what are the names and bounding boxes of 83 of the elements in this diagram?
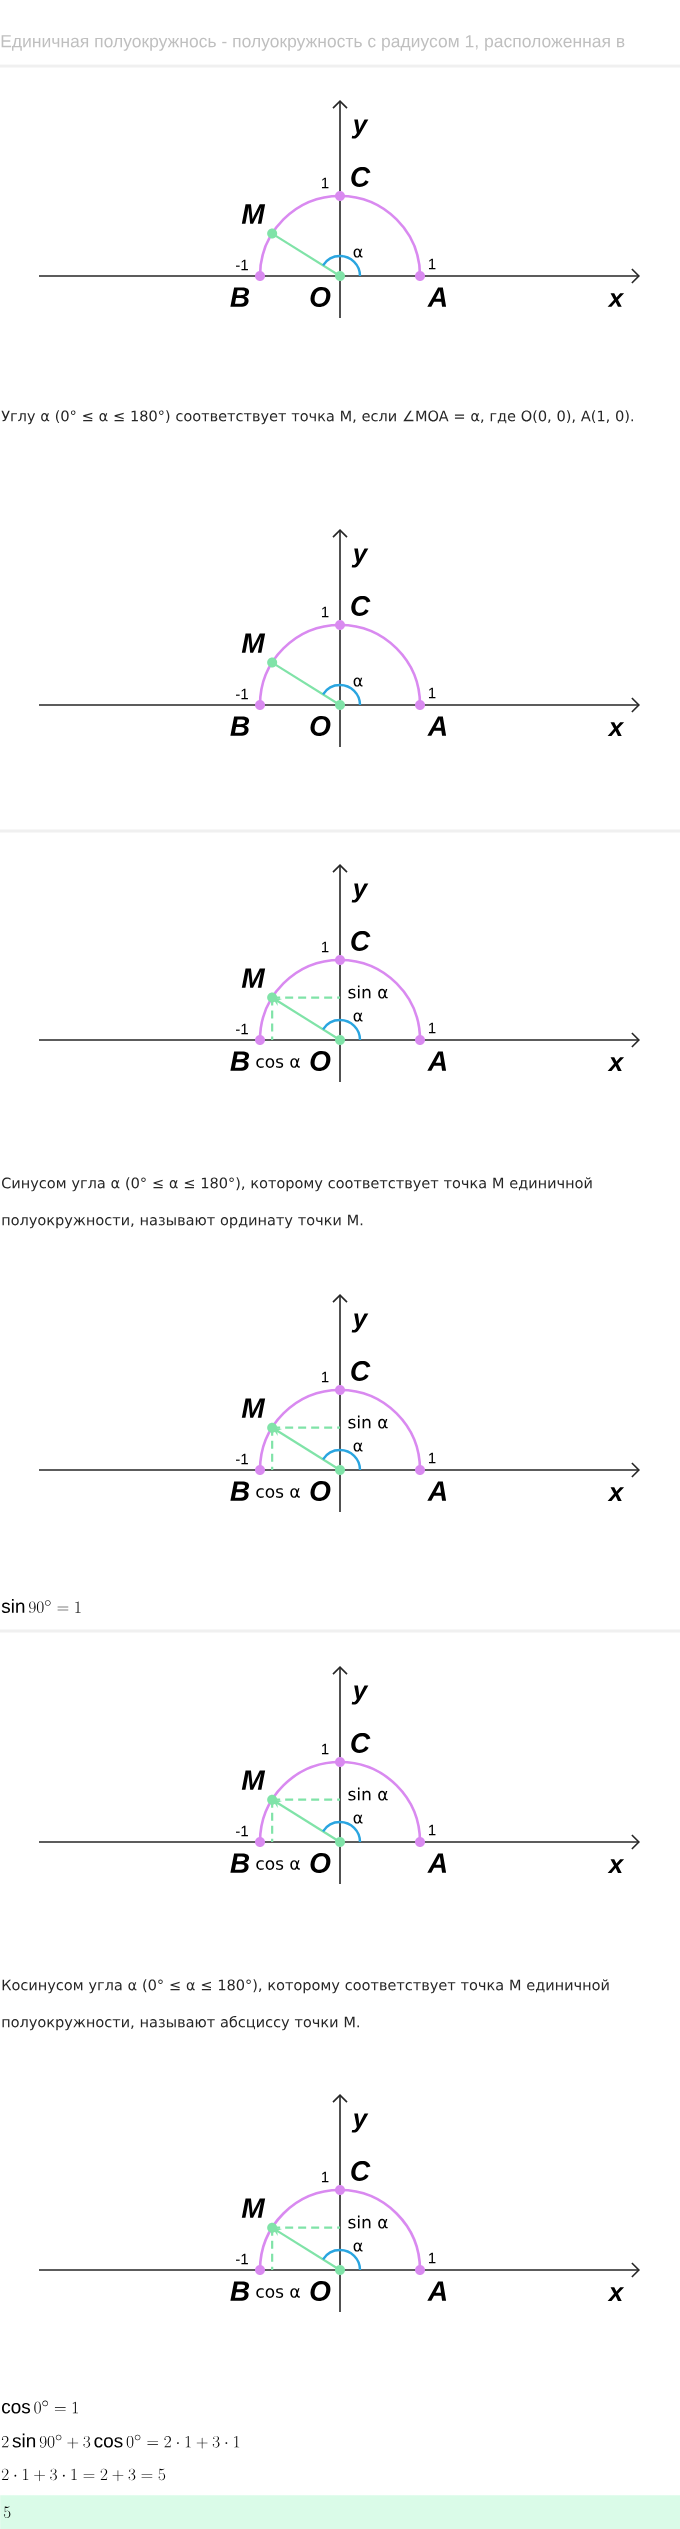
tick-label: 1: [322, 1743, 329, 1755]
angle-label: α: [353, 1012, 363, 1022]
point-label: B: [230, 1481, 250, 1501]
angle-label: α: [353, 248, 363, 258]
point-label: C: [351, 596, 371, 616]
tick-label: -1: [236, 1023, 248, 1035]
axis-label: x: [607, 722, 625, 736]
intro-text: Единичная полуокружнось - полуокружность с радиусом 1, расположенная в: [1, 35, 625, 51]
tick-label: 1: [322, 177, 329, 189]
tick-label: 1: [322, 2171, 329, 2183]
axis-label: y: [351, 883, 369, 903]
point-label: A: [427, 2281, 447, 2301]
angle-label: α: [353, 2242, 363, 2252]
formula: $2\cdot 1 + 3\cdot 1 = 2 + 3 = 5$: [1, 2468, 166, 2482]
tick-label: -1: [236, 1453, 248, 1465]
sine-label: sin α: [348, 1415, 388, 1429]
axis-label: x: [607, 1057, 625, 1071]
cosine-label: cos α: [256, 2288, 300, 2298]
formula: $\sin 90^{\circ} = 1$: [1, 1599, 81, 1614]
point-label: B: [230, 287, 250, 307]
axis-label: y: [351, 1313, 369, 1333]
axis-label: x: [607, 2287, 625, 2301]
axis-label: y: [351, 1685, 369, 1705]
point-label: A: [427, 287, 447, 307]
formula: $2\sin 90^{\circ} + 3\cos 0^{\circ} = 2\cdot 1 + 3\cdot 1$: [1, 2433, 240, 2449]
angle-label: α: [353, 1442, 363, 1452]
point-label: C: [351, 1361, 371, 1381]
point-label: O: [310, 716, 331, 736]
tick-label: 1: [322, 941, 329, 953]
axis-label: x: [607, 1487, 625, 1501]
cosine-label: cos α: [256, 1488, 300, 1498]
axis-label: y: [351, 119, 369, 139]
angle-label: α: [353, 677, 363, 687]
sine-label: sin α: [348, 985, 388, 999]
point-label: O: [310, 2281, 331, 2301]
cosine-label: cos α: [256, 1058, 300, 1068]
sine-label: sin α: [348, 2215, 388, 2229]
point-label: B: [230, 1853, 250, 1873]
tick-label: -1: [236, 1825, 248, 1837]
point-label: A: [427, 1051, 447, 1071]
axis-label: x: [607, 293, 625, 307]
point-label: O: [310, 1051, 331, 1071]
angle-label: α: [353, 1814, 363, 1824]
point-label: A: [427, 1481, 447, 1501]
tick-label: 1: [429, 2252, 436, 2264]
sine-label: sin α: [348, 1787, 388, 1801]
point-label: M: [241, 968, 266, 988]
point-label: M: [241, 204, 266, 224]
tick-label: 1: [429, 687, 436, 699]
axis-label: y: [351, 2113, 369, 2133]
point-label: O: [310, 1853, 331, 1873]
point-label: O: [310, 1481, 331, 1501]
tick-label: 1: [429, 1452, 436, 1464]
tick-label: -1: [236, 688, 248, 700]
paragraph: Косинусом угла α (0° ≤ α ≤ 180°), которому соответствует точка M единичной полуокружности, называют абсциссу точки M.: [2, 1979, 609, 2031]
tick-label: 1: [322, 606, 329, 618]
point-label: C: [351, 167, 371, 187]
axis-label: x: [607, 1859, 625, 1873]
cosine-label: cos α: [256, 1860, 300, 1870]
point-label: M: [241, 1398, 266, 1418]
answer-band: $5$: [0, 2495, 680, 2529]
axis-label: y: [351, 548, 369, 568]
point-label: A: [427, 716, 447, 736]
point-label: B: [230, 716, 250, 736]
point-label: M: [241, 1770, 266, 1790]
tick-label: 1: [429, 1824, 436, 1836]
point-label: C: [351, 1733, 371, 1753]
paragraph: Углу α (0° ≤ α ≤ 180°) соответствует точка M, если ∠MOA = α, где O(0, 0), A(1, 0).: [1, 410, 633, 425]
point-label: O: [310, 287, 331, 307]
point-label: M: [241, 633, 266, 653]
point-label: C: [351, 2161, 371, 2181]
tick-label: -1: [236, 2253, 248, 2265]
tick-label: 1: [322, 1371, 329, 1383]
point-label: M: [241, 2198, 266, 2218]
point-label: C: [351, 931, 371, 951]
tick-label: 1: [429, 258, 436, 270]
formula: $\cos 0^{\circ} = 1$: [2, 2400, 78, 2414]
tick-label: -1: [236, 259, 248, 271]
paragraph: Синусом угла α (0° ≤ α ≤ 180°), которому соответствует точка M единичной полуокружности, называют ординату точки M.: [2, 1177, 592, 1229]
point-label: B: [230, 1051, 250, 1071]
point-label: A: [427, 1853, 447, 1873]
tick-label: 1: [429, 1022, 436, 1034]
point-label: B: [230, 2281, 250, 2301]
